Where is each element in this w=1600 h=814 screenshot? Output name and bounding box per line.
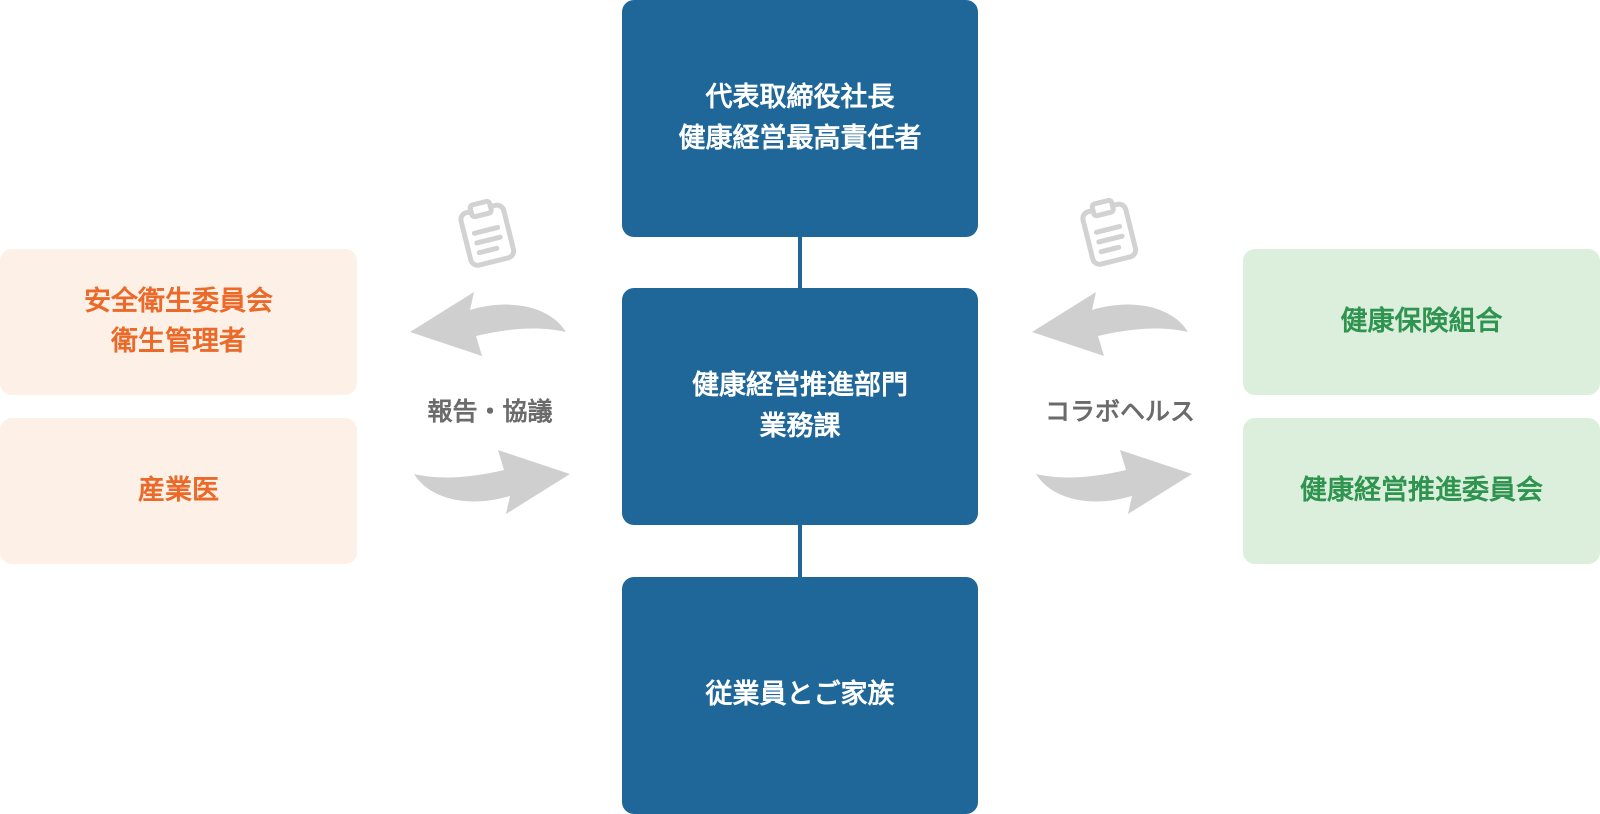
connector-middle-bottom: [798, 525, 802, 577]
curved-arrow-left-icon: [1032, 292, 1188, 356]
ceo-box: 代表取締役社長 健康経営最高責任者: [622, 0, 978, 237]
employees-label: 従業員とご家族: [705, 679, 895, 711]
industrial-physician-box: 産業医: [0, 418, 357, 564]
report-consult-label: 報告・協議: [427, 397, 553, 426]
promotion-dept-box: 健康経営推進部門 業務課: [622, 288, 978, 525]
clipboard-icon: [1080, 197, 1139, 267]
collabo-health-label: コラボヘルス: [1044, 397, 1195, 426]
employees-box: 従業員とご家族: [622, 577, 978, 814]
health-insurance-label: 健康保険組合: [1340, 305, 1503, 337]
clipboard-icon: [458, 198, 517, 268]
safety-committee-box: 安全衛生委員会 衛生管理者: [0, 249, 357, 395]
health-manager-label: 衛生管理者: [111, 326, 246, 357]
promotion-dept-title: 健康経営推進部門: [692, 370, 908, 401]
safety-committee-label: 安全衛生委員会: [84, 285, 273, 317]
connector-top-middle: [798, 236, 802, 288]
ceo-role: 健康経営最高責任者: [678, 122, 922, 154]
ceo-title: 代表取締役社長: [705, 82, 895, 113]
curved-arrow-right-icon: [414, 450, 570, 514]
curved-arrow-left-icon: [410, 292, 566, 356]
health-insurance-box: 健康保険組合: [1243, 249, 1600, 395]
promotion-dept-section: 業務課: [759, 410, 841, 442]
health-committee-box: 健康経営推進委員会: [1243, 418, 1600, 564]
health-committee-label: 健康経営推進委員会: [1300, 474, 1543, 506]
industrial-physician-label: 産業医: [138, 474, 219, 506]
curved-arrow-right-icon: [1036, 450, 1192, 514]
